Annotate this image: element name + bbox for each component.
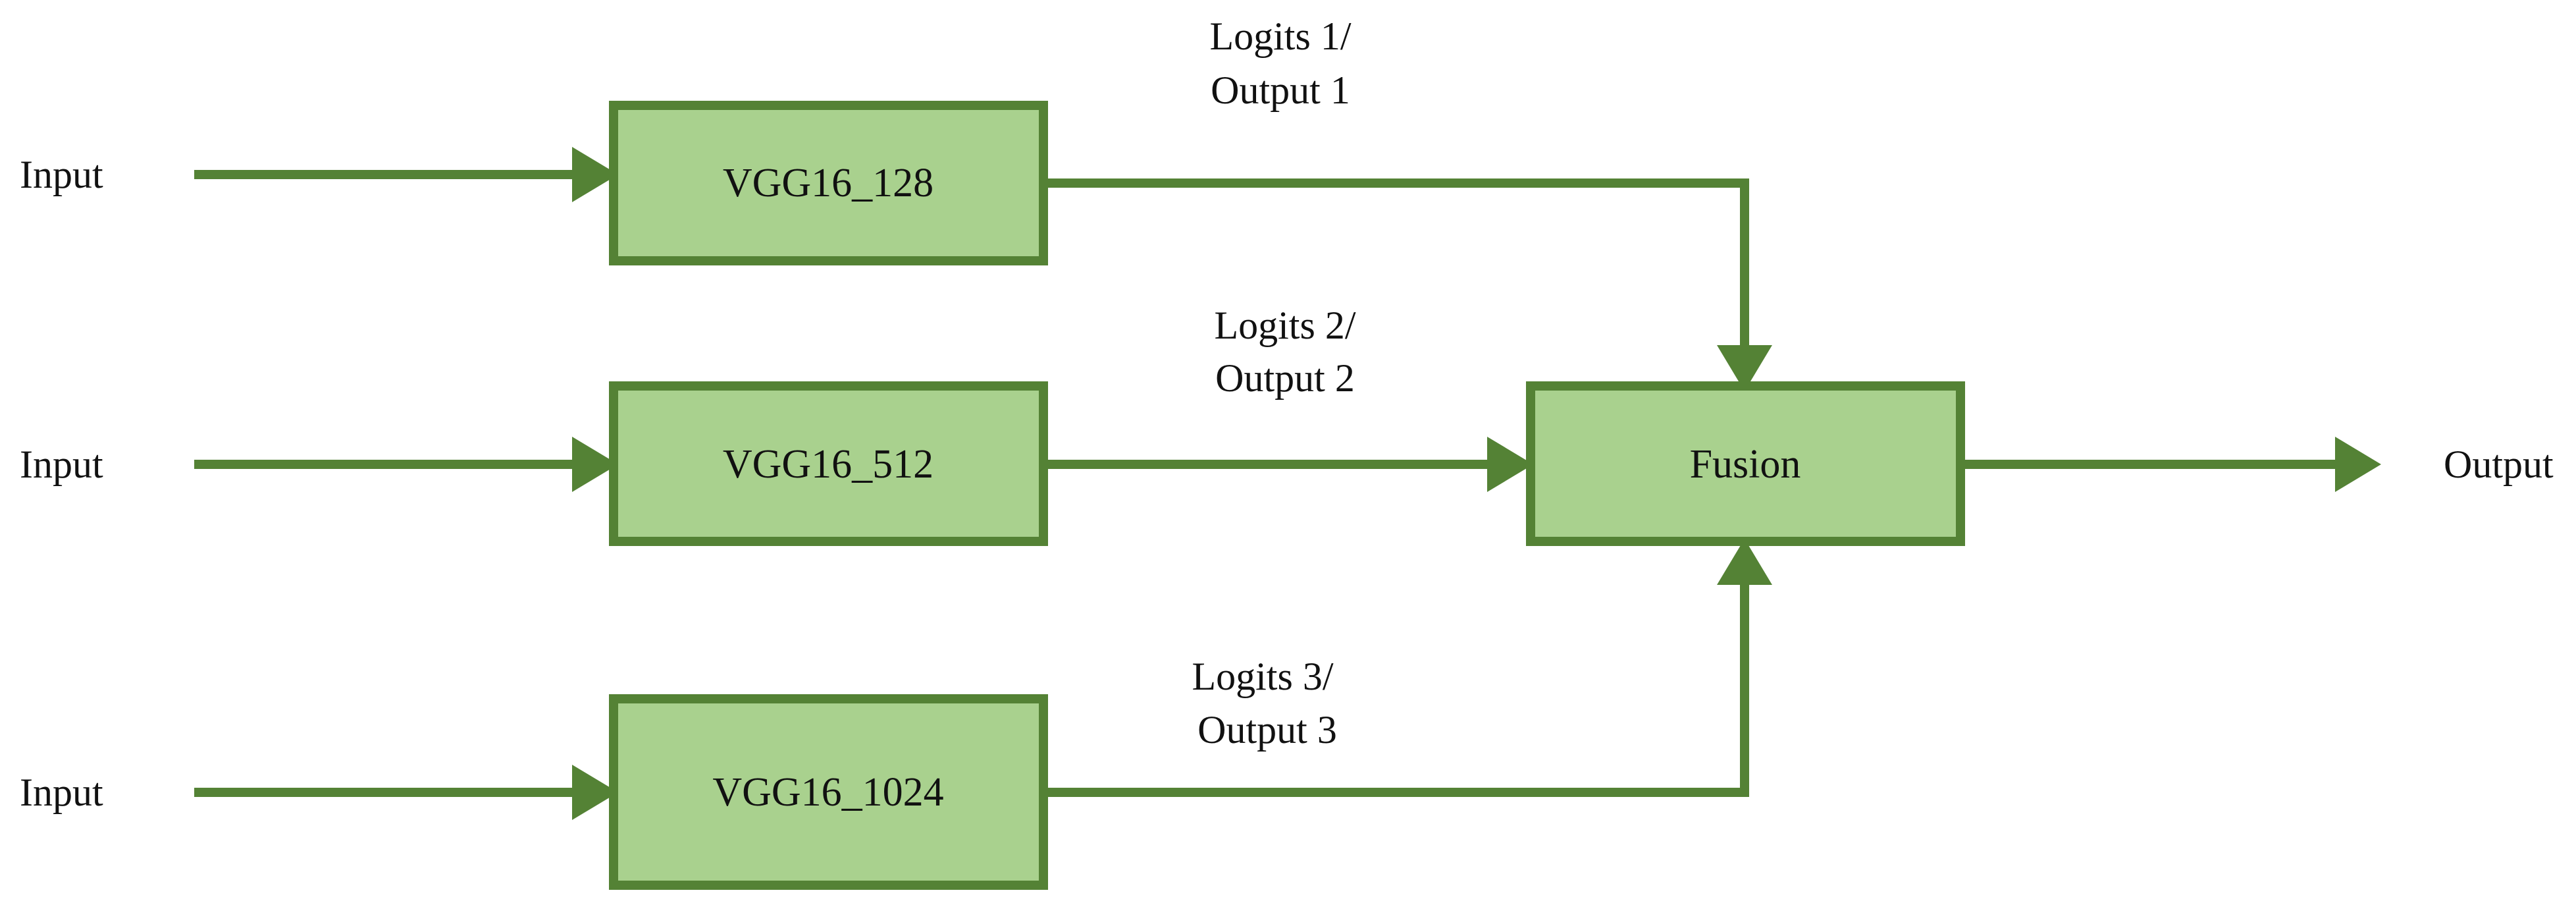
input-label-2: Input	[20, 443, 103, 486]
model-box-2: VGG16_512	[609, 381, 1048, 546]
model-label-3: VGG16_1024	[712, 770, 943, 815]
logits-label-2-line2: Output 2	[1215, 356, 1355, 400]
logits-label-3-line1: Logits 3/	[1192, 655, 1333, 698]
model-box-1: VGG16_128	[609, 101, 1048, 265]
model-label-1: VGG16_128	[723, 161, 933, 205]
input-label-1: Input	[20, 153, 103, 196]
connector-model3-to-fusion	[1043, 539, 1772, 797]
model-box-3: VGG16_1024	[609, 694, 1048, 890]
output-label: Output	[2444, 443, 2554, 486]
logits-label-1-line1: Logits 1/	[1209, 14, 1351, 58]
fusion-box: Fusion	[1526, 381, 1965, 546]
logits-label-3-line2: Output 3	[1197, 708, 1337, 752]
logits-label-2-line1: Logits 2/	[1214, 304, 1355, 347]
input-label-3: Input	[20, 771, 103, 814]
fusion-label: Fusion	[1690, 442, 1801, 487]
logits-label-1-line2: Output 1	[1211, 68, 1350, 112]
model-label-2: VGG16_512	[723, 442, 933, 487]
connector-model1-to-fusion	[1043, 178, 1772, 391]
